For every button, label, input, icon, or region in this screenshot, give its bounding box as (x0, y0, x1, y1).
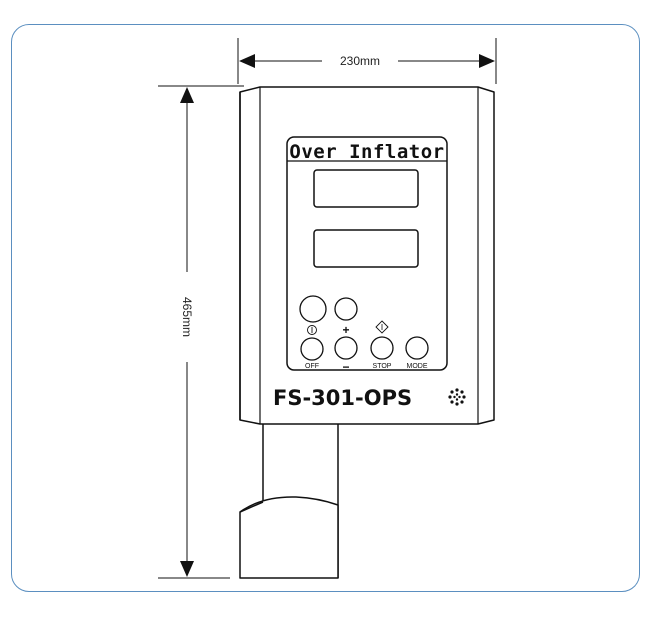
button-upper-left[interactable] (299, 295, 327, 323)
logo-dot (450, 390, 454, 394)
logo-dot (460, 400, 464, 404)
display-bottom (313, 229, 419, 268)
button-upper-right[interactable] (334, 297, 358, 321)
bracket-foot-edge (239, 501, 264, 513)
model-dots-icon (448, 388, 466, 406)
minus-button[interactable] (334, 336, 358, 360)
logo-dot (455, 402, 459, 406)
front-panel: Over Inflator + OFF − STOP MODE (286, 136, 448, 374)
mode-label: MODE (407, 363, 428, 370)
logo-dot (450, 400, 454, 404)
plus-symbol: + (342, 323, 349, 337)
width-label: 230mm (340, 54, 380, 68)
width-arrow-left-icon (239, 54, 255, 68)
minus-symbol: − (342, 360, 349, 374)
diamond-alert-icon (375, 320, 389, 334)
off-button[interactable] (300, 337, 324, 361)
height-label: 465mm (180, 297, 194, 337)
mode-button[interactable] (405, 336, 429, 360)
logo-dot (448, 395, 452, 399)
stop-label: STOP (373, 363, 392, 370)
stop-button[interactable] (370, 336, 394, 360)
model-name: FS-301-OPS (273, 386, 412, 410)
height-arrow-up-icon (180, 87, 194, 103)
logo-dot (458, 395, 461, 399)
logo-dot (453, 395, 456, 399)
off-label: OFF (305, 363, 319, 370)
logo-dot (460, 390, 464, 394)
logo-dot (462, 395, 466, 399)
height-dimension: 465mm (158, 85, 244, 579)
logo-dot (455, 393, 459, 396)
diagram-frame (11, 24, 640, 592)
mount-bracket (239, 424, 339, 579)
display-top (313, 169, 419, 208)
height-arrow-down-icon (180, 561, 194, 577)
logo-dot (455, 398, 459, 401)
device-title: Over Inflator (289, 141, 444, 163)
logo-dot (455, 388, 459, 392)
width-dimension: 230mm (237, 38, 497, 84)
bracket-foot (239, 496, 339, 579)
width-arrow-right-icon (479, 54, 495, 68)
